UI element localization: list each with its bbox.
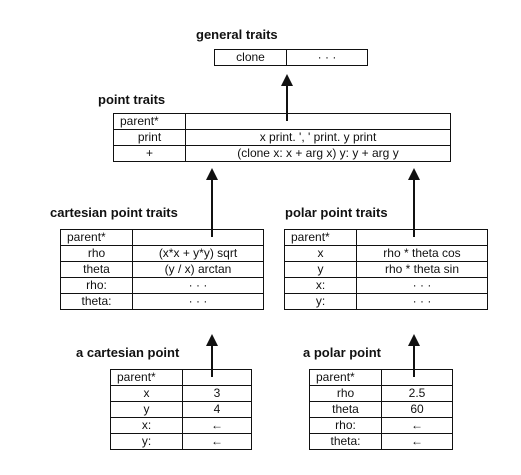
slot-row: parent* [113, 113, 451, 130]
parent-arrow-polar-point-to-traits [408, 334, 420, 377]
cartesian-point-traits-title: cartesian point traits [50, 205, 178, 220]
polar-point-traits-title: polar point traits [285, 205, 388, 220]
point-traits-table: parent* print x print. ', ' print. y pri… [113, 113, 451, 162]
slot-value: · · · [356, 293, 488, 310]
slot-name: y: [284, 293, 357, 310]
slot-value: ← [381, 433, 453, 450]
general-traits-title: general traits [196, 27, 278, 42]
point-traits-title: point traits [98, 92, 166, 107]
a-polar-point-table: parent* rho 2.5 theta 60 rho: ← theta: ← [309, 369, 453, 450]
parent-arrow-point-to-general [281, 74, 293, 121]
slot-row: print x print. ', ' print. y print [113, 129, 451, 146]
slot-value: rho * theta sin [356, 261, 488, 278]
polar-point-traits-object: parent* x rho * theta cos y rho * theta … [284, 229, 488, 310]
a-polar-point-title: a polar point [303, 345, 381, 360]
a-cartesian-point-table: parent* x 3 y 4 x: ← y: ← [110, 369, 252, 450]
slot-row: y 4 [110, 401, 252, 418]
slot-name: theta: [60, 293, 133, 310]
a-cartesian-point-title: a cartesian point [76, 345, 180, 360]
slot-row: rho 2.5 [309, 385, 453, 402]
point-traits-object: parent* print x print. ', ' print. y pri… [113, 113, 451, 162]
slot-row: clone · · · [214, 49, 368, 66]
slot-value: · · · [132, 293, 264, 310]
slot-row: y rho * theta sin [284, 261, 488, 278]
parent-arrow-polar-traits-to-point [408, 168, 420, 237]
slot-row: x: · · · [284, 277, 488, 294]
slot-value: 2.5 [381, 385, 453, 402]
slot-name: theta: [309, 433, 382, 450]
slot-row: theta (y / x) arctan [60, 261, 264, 278]
slot-row: y: · · · [284, 293, 488, 310]
slot-value: rho * theta cos [356, 245, 488, 262]
polar-point-traits-table: parent* x rho * theta cos y rho * theta … [284, 229, 488, 310]
general-traits-table: clone · · · [214, 49, 368, 66]
slot-row: x 3 [110, 385, 252, 402]
cartesian-point-traits-table: parent* rho (x*x + y*y) sqrt theta (y / … [60, 229, 264, 310]
a-polar-point-object: parent* rho 2.5 theta 60 rho: ← theta: ← [309, 369, 453, 450]
slot-row: y: ← [110, 433, 252, 450]
slot-row: rho: ← [309, 417, 453, 434]
slot-value: ← [182, 433, 252, 450]
slot-name: parent* [60, 229, 133, 246]
slot-value: (y / x) arctan [132, 261, 264, 278]
slot-value: 4 [182, 401, 252, 418]
slot-name: parent* [113, 113, 186, 130]
parent-arrow-cartesian-traits-to-point [206, 168, 218, 237]
slot-row: theta: · · · [60, 293, 264, 310]
cartesian-point-traits-object: parent* rho (x*x + y*y) sqrt theta (y / … [60, 229, 264, 310]
slot-value: (clone x: x + arg x) y: y + arg y [185, 145, 451, 162]
parent-arrow-cartesian-point-to-traits [206, 334, 218, 377]
slot-row: + (clone x: x + arg x) y: y + arg y [113, 145, 451, 162]
slot-row: theta: ← [309, 433, 453, 450]
slot-value: · · · [286, 49, 368, 66]
slot-value: ← [381, 417, 453, 434]
a-cartesian-point-object: parent* x 3 y 4 x: ← y: ← [110, 369, 252, 450]
slot-row: x rho * theta cos [284, 245, 488, 262]
general-traits-object: clone · · · [214, 49, 368, 66]
slot-row: parent* [309, 369, 453, 386]
slot-name: y: [110, 433, 183, 450]
